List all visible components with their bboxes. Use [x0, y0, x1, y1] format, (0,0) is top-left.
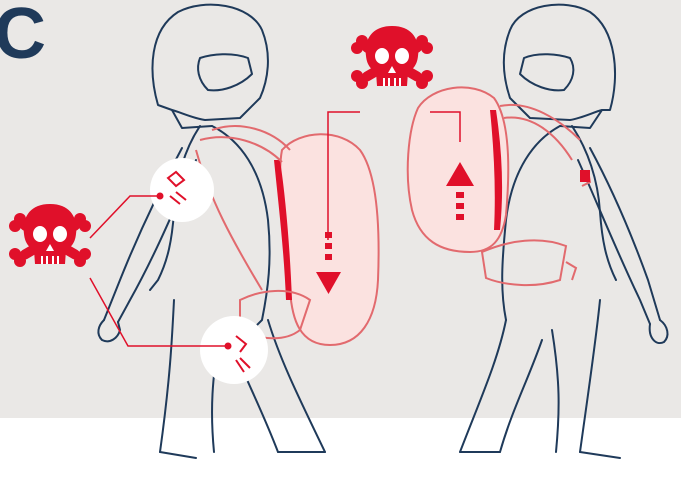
left-backpack [196, 126, 379, 345]
right-backpack [408, 87, 590, 285]
chest-strap-callout [150, 158, 214, 222]
sternum-buckle [580, 170, 590, 182]
hip-belt-callout [200, 316, 268, 384]
skull-crossbones-icon [9, 204, 91, 267]
skull-crossbones-icon [351, 26, 433, 89]
